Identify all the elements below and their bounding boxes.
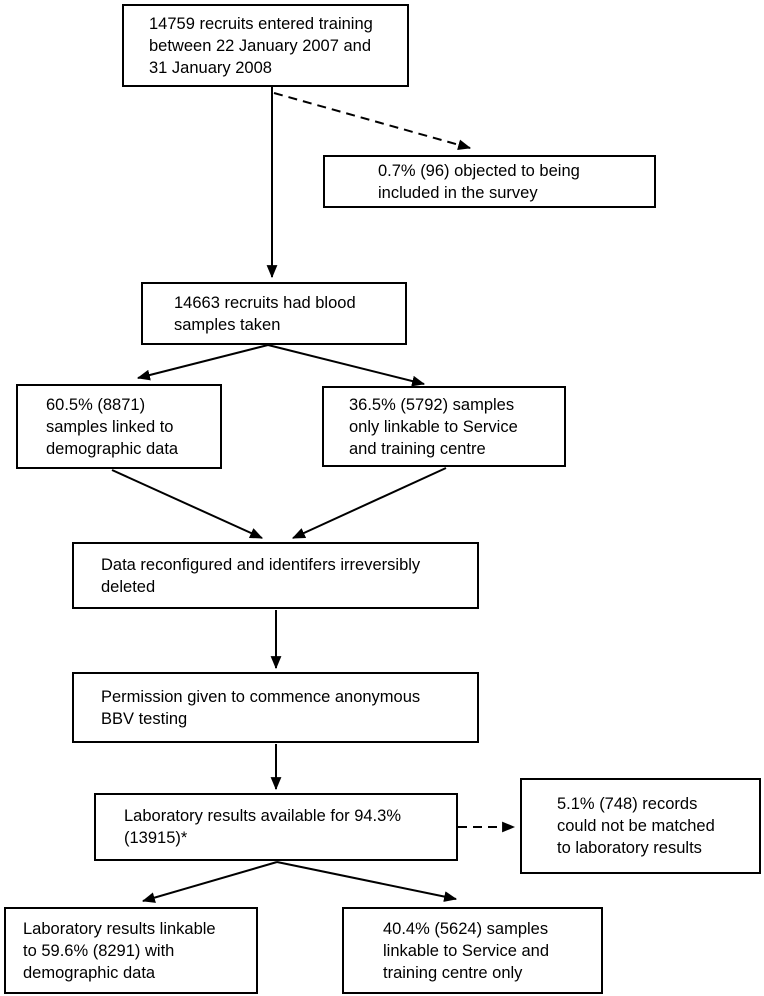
flow-box-blood-samples-taken: 14663 recruits had blood samples taken bbox=[141, 282, 407, 345]
edge-blood-to-service bbox=[267, 344, 426, 387]
edge-linked-to-reconfig bbox=[111, 469, 263, 539]
flow-box-permission-bbv-testing: Permission given to commence anonymous B… bbox=[72, 672, 479, 743]
flow-box-lab-results-available: Laboratory results available for 94.3% (… bbox=[94, 793, 458, 861]
flow-box-objected-survey: 0.7% (96) objected to being included in … bbox=[323, 155, 656, 208]
flow-box-records-not-matched: 5.1% (748) records could not be matched … bbox=[520, 778, 761, 874]
flow-box-data-reconfigured: Data reconfigured and identifers irrever… bbox=[72, 542, 479, 609]
flow-box-lab-linkable-demographic: Laboratory results linkable to 59.6% (82… bbox=[4, 907, 258, 994]
flow-box-entered-training: 14759 recruits entered training between … bbox=[122, 4, 409, 87]
flow-box-samples-service-centre: 36.5% (5792) samples only linkable to Se… bbox=[322, 386, 566, 467]
flow-box-samples-service-only: 40.4% (5624) samples linkable to Service… bbox=[342, 907, 603, 994]
edge-labavail-to-svconly bbox=[276, 861, 458, 902]
edge-service-to-reconfig bbox=[292, 467, 447, 539]
edge-entered-to-objected bbox=[273, 92, 472, 150]
edge-blood-to-linked bbox=[136, 344, 269, 381]
edge-labavail-to-lablink bbox=[141, 861, 278, 903]
flow-box-samples-linked-demographic: 60.5% (8871) samples linked to demograph… bbox=[16, 384, 222, 469]
